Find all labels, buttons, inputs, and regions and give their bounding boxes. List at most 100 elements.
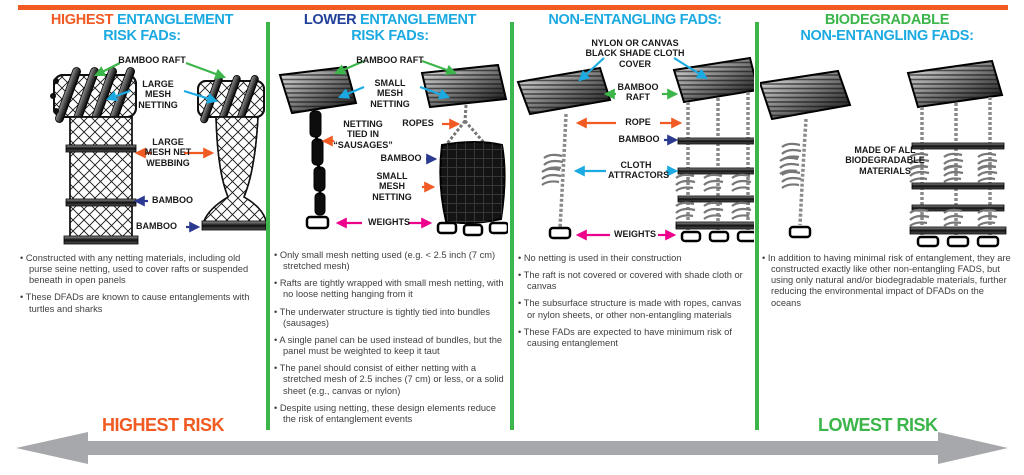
title-rest: ENTANGLEMENT [116, 12, 234, 28]
green-arrow-icon [94, 62, 121, 76]
cyan-arrow-icon [673, 57, 708, 80]
weights-right [436, 221, 508, 237]
title-line2: RISK FADs: [103, 27, 181, 44]
bullet: Only small mesh netting used (e.g. < 2.5… [274, 250, 506, 272]
bullet: No netting is used in their construction [518, 253, 752, 264]
label-netting-sausages: NETTING TIED IN “SAUSAGES” [333, 119, 393, 150]
ropes [444, 104, 488, 146]
top-accent-bar [18, 5, 1008, 10]
label-bamboo-raft: BAMBOO RAFT [356, 55, 424, 65]
shade-cover-arrows [578, 57, 708, 82]
bamboo-raft-arrows [94, 61, 227, 80]
bamboo-raft-right [420, 63, 508, 109]
diagram-biodegradable: MADE OF ALL BIODEGRADABLE MATERIALS [760, 55, 1014, 250]
bullet-list: Constructed with any netting materials, … [20, 253, 264, 321]
bullet-list: No netting is used in their construction… [518, 253, 752, 355]
panel-title: LOWER ENTANGLEMENT RISK FADs: [272, 12, 508, 44]
title-rest: ENTANGLEMENT [360, 12, 477, 28]
label-small-mesh-netting: SMALL MESH NETTING [370, 78, 410, 109]
cyan-arrow-icon [105, 89, 131, 102]
panel-biodegradable: BIODEGRADABLE NON-ENTANGLING FADS: [760, 0, 1014, 475]
raft-right [906, 59, 1004, 109]
panel-non-entangling: NON-ENTANGLING FADS: [516, 0, 754, 475]
bullet: A single panel can be used instead of bu… [274, 335, 506, 357]
green-arrow-icon [333, 59, 365, 75]
cyan-arrow-icon [337, 85, 365, 99]
fad-drawing-biodegradable [760, 59, 1007, 248]
label-large-mesh-netting: LARGE MESH NETTING [138, 79, 178, 110]
bamboo-raft-arrows [333, 59, 458, 76]
risk-scale-arrow-icon [16, 432, 1008, 464]
small-mesh-panel [439, 141, 506, 225]
diagram-highest-risk: BAMBOO RAFT LARGE MESH NETTING LARGE MES… [18, 55, 266, 250]
title-line1: BIODEGRADABLE [824, 12, 950, 28]
label-small-mesh-netting-2: SMALL MESH NETTING [372, 171, 412, 202]
fad-drawing-non-entangling [516, 56, 754, 243]
label-large-mesh-net-webbing: LARGE MESH NET WEBBING [144, 137, 192, 168]
bullet: The panel should consist of either netti… [274, 363, 506, 396]
rope-tail [798, 118, 808, 226]
lowest-risk-label: LOWEST RISK [818, 415, 938, 435]
bamboo-raft-right [197, 75, 265, 124]
bullet: These DFADs are known to cause entanglem… [20, 292, 264, 314]
weight [305, 215, 330, 230]
panel-lower-risk: LOWER ENTANGLEMENT RISK FADs: [272, 0, 508, 475]
label-weights: WEIGHTS [368, 217, 410, 227]
title-line2: NON-ENTANGLING FADS: [800, 27, 974, 44]
title-accent: HIGHEST [50, 12, 114, 28]
cyan-arrow-icon [419, 85, 451, 100]
label-shade-cover: NYLON OR CANVAS BLACK SHADE CLOTH COVER [585, 38, 685, 69]
label-cloth-attractors: CLOTH ATTRACTORS [608, 160, 670, 181]
panel-title: NON-ENTANGLING FADS: [516, 12, 754, 29]
green-arrow-icon [185, 61, 227, 80]
label-made-of-biodegradable: MADE OF ALL BIODEGRADABLE MATERIALS [845, 145, 925, 176]
large-mesh-webbing-left [63, 116, 139, 245]
cloth-attractors-left [778, 142, 803, 190]
green-arrow-icon [421, 59, 458, 76]
cyan-arrow-icon [578, 57, 605, 82]
panel-divider [266, 22, 270, 430]
weight [548, 226, 572, 240]
netting-sausage-tail [309, 110, 326, 216]
highest-risk-label: HIGHEST RISK [102, 415, 225, 435]
panel-title: BIODEGRADABLE NON-ENTANGLING FADS: [760, 12, 1014, 44]
bullet: These FADs are expected to have minimum … [518, 327, 752, 349]
raft-left [760, 69, 852, 121]
label-bamboo: BAMBOO [618, 134, 660, 144]
title-line1: NON-ENTANGLING FADS: [548, 12, 722, 28]
bullet: The raft is not covered or covered with … [518, 270, 752, 292]
bullet: The underwater structure is tightly tied… [274, 307, 506, 329]
label-bamboo-raft: BAMBOO RAFT [118, 55, 186, 65]
panel-divider [755, 22, 759, 430]
fad-drawing-highest [50, 61, 266, 245]
scaffold-ropes [920, 97, 992, 235]
bullet: Rafts are tightly wrapped with small mes… [274, 278, 506, 300]
fad-drawing-lower [278, 59, 508, 237]
panel-divider [510, 22, 514, 430]
label-weights: WEIGHTS [614, 229, 656, 239]
bullet: Despite using netting, these design elem… [274, 403, 506, 425]
panel-highest-risk: HIGHEST ENTANGLEMENT RISK FADs: [18, 0, 266, 475]
panel-title: HIGHEST ENTANGLEMENT RISK FADs: [18, 12, 266, 44]
large-mesh-webbing-right [201, 116, 266, 231]
cloth-attractors-left [540, 153, 565, 187]
title-line2: RISK FADs: [351, 27, 429, 44]
bullet-list: Only small mesh netting used (e.g. < 2.5… [274, 250, 506, 431]
bullet-list: In addition to having minimal risk of en… [762, 253, 1012, 315]
label-bamboo-raft: BAMBOO RAFT [617, 82, 659, 103]
weights-right [916, 235, 1000, 248]
label-bamboo-lower: BAMBOO [136, 221, 177, 231]
weights-right [680, 230, 754, 243]
label-bamboo-upper: BAMBOO [152, 195, 193, 205]
title-accent: LOWER [303, 12, 357, 28]
bullet: In addition to having minimal risk of en… [762, 253, 1012, 309]
bamboo-raft-left [278, 65, 358, 115]
cyan-arrow-icon [183, 89, 219, 104]
diagram-lower-risk: BAMBOO RAFT SMALL MESH NETTING NETTING T… [272, 55, 508, 245]
label-ropes: ROPES [402, 118, 434, 128]
shade-cloth-raft-right [672, 56, 754, 104]
weight [788, 225, 812, 239]
label-rope: ROPE [625, 117, 651, 127]
label-bamboo: BAMBOO [380, 153, 422, 163]
